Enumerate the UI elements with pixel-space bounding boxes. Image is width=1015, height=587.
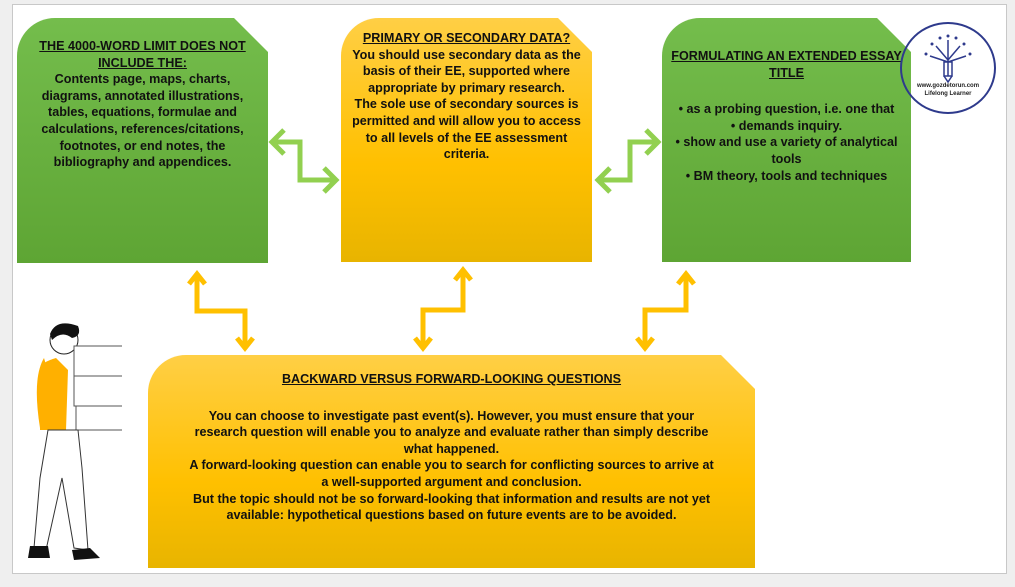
questions-box: BACKWARD VERSUS FORWARD-LOOKING QUESTION… xyxy=(148,355,755,568)
yellow-double-arrow-3 xyxy=(635,269,696,353)
questions-p3: But the topic should not be so forward-l… xyxy=(192,491,711,523)
bullet: as a probing question, i.e. one that xyxy=(670,101,903,118)
person-carrying-papers-illustration xyxy=(28,323,122,560)
data-body-2: The sole use of secondary sources is per… xyxy=(352,97,581,162)
word-limit-body: Contents page, maps, charts, diagrams, a… xyxy=(41,72,244,170)
yellow-double-arrow-1 xyxy=(187,269,255,353)
logo-tagline: Lifelong Learner xyxy=(924,91,972,97)
essay-title-box: FORMULATING AN EXTENDED ESSAY TITLE as a… xyxy=(662,18,911,262)
green-double-arrow-left xyxy=(268,128,340,194)
data-title: PRIMARY OR SECONDARY DATA? xyxy=(362,31,571,45)
green-double-arrow-right xyxy=(594,128,662,194)
essay-title-heading: FORMULATING AN EXTENDED ESSAY TITLE xyxy=(671,49,902,80)
yellow-double-arrow-2 xyxy=(413,265,473,353)
questions-p2: A forward-looking question can enable yo… xyxy=(189,458,714,489)
word-limit-title: THE 4000-WORD LIMIT DOES NOT INCLUDE THE… xyxy=(39,39,246,70)
logo-url: www.gozdetorun.com xyxy=(916,83,980,89)
bullet: demands inquiry. xyxy=(670,118,903,135)
word-limit-box: THE 4000-WORD LIMIT DOES NOT INCLUDE THE… xyxy=(17,18,268,263)
data-body-1: You should use secondary data as the bas… xyxy=(352,47,581,95)
bullet: BM theory, tools and techniques xyxy=(670,168,903,185)
data-box: PRIMARY OR SECONDARY DATA? You should us… xyxy=(341,18,592,262)
pencil-tree-icon xyxy=(924,34,972,84)
questions-title: BACKWARD VERSUS FORWARD-LOOKING QUESTION… xyxy=(281,372,622,386)
questions-p1: You can choose to investigate past event… xyxy=(194,408,709,456)
bullet: show and use a variety of analytical too… xyxy=(670,134,903,167)
